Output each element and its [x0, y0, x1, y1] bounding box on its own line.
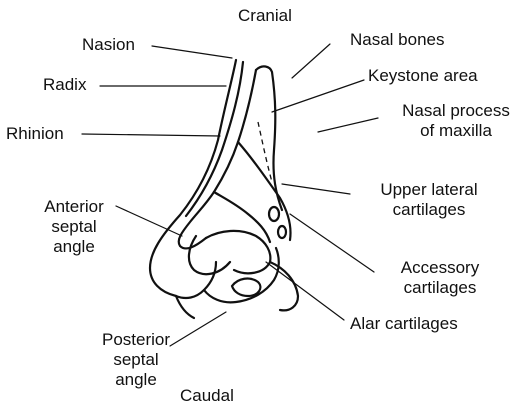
- keystone-dashed-line: [258, 122, 272, 182]
- medial-crus-outline: [176, 262, 216, 298]
- label-accessory-line2: cartilages: [370, 278, 510, 298]
- label-alar-cartilages: Alar cartilages: [350, 314, 458, 334]
- label-nasal-process-line2: of maxilla: [389, 121, 523, 141]
- label-keystone-area: Keystone area: [368, 66, 478, 86]
- label-cranial: Cranial: [238, 6, 292, 26]
- label-caudal: Caudal: [180, 386, 234, 406]
- columella-base: [176, 296, 194, 318]
- nasal-bones-leader: [292, 44, 330, 78]
- accessory-cartilage-2: [278, 226, 286, 238]
- label-nasal-process-line1: Nasal process: [389, 101, 523, 121]
- alar-cartilages-leader: [266, 262, 344, 320]
- upper-lateral-leader: [282, 184, 350, 194]
- anterior-septal-leader: [116, 206, 182, 236]
- accessory-leader: [290, 214, 374, 272]
- ala-outer-edge: [270, 262, 298, 310]
- label-anterior-septal-line3: angle: [24, 237, 124, 257]
- alar-dome-outline: [189, 236, 230, 274]
- label-nasal-process-of-maxilla: Nasal process of maxilla: [389, 101, 523, 141]
- label-anterior-septal-line1: Anterior: [24, 197, 124, 217]
- label-nasal-bones: Nasal bones: [350, 30, 445, 50]
- keystone-leader: [272, 80, 364, 112]
- nostril-outline: [232, 279, 260, 296]
- label-posterior-septal-line1: Posterior: [86, 330, 186, 350]
- nose-drawing: [150, 60, 298, 318]
- label-upper-lateral-line2: cartilages: [352, 200, 506, 220]
- label-anterior-septal-line2: septal: [24, 217, 124, 237]
- label-anterior-septal-angle: Anterior septal angle: [24, 197, 124, 257]
- nasion-leader: [152, 46, 232, 58]
- label-upper-lateral-cartilages: Upper lateral cartilages: [352, 180, 506, 220]
- nasal-process-leader: [318, 118, 378, 132]
- accessory-cartilage-1: [269, 207, 279, 221]
- label-posterior-septal-line3: angle: [86, 370, 186, 390]
- label-radix: Radix: [43, 75, 86, 95]
- label-rhinion: Rhinion: [6, 124, 64, 144]
- label-accessory-line1: Accessory: [370, 258, 510, 278]
- label-upper-lateral-line1: Upper lateral: [352, 180, 506, 200]
- label-nasion: Nasion: [82, 35, 135, 55]
- upper-lateral-lower-edge: [214, 192, 270, 242]
- label-accessory-cartilages: Accessory cartilages: [370, 258, 510, 298]
- rhinion-leader: [82, 134, 220, 136]
- nasal-bone-outline: [256, 66, 282, 210]
- label-posterior-septal-line2: septal: [86, 350, 186, 370]
- label-posterior-septal-angle: Posterior septal angle: [86, 330, 186, 390]
